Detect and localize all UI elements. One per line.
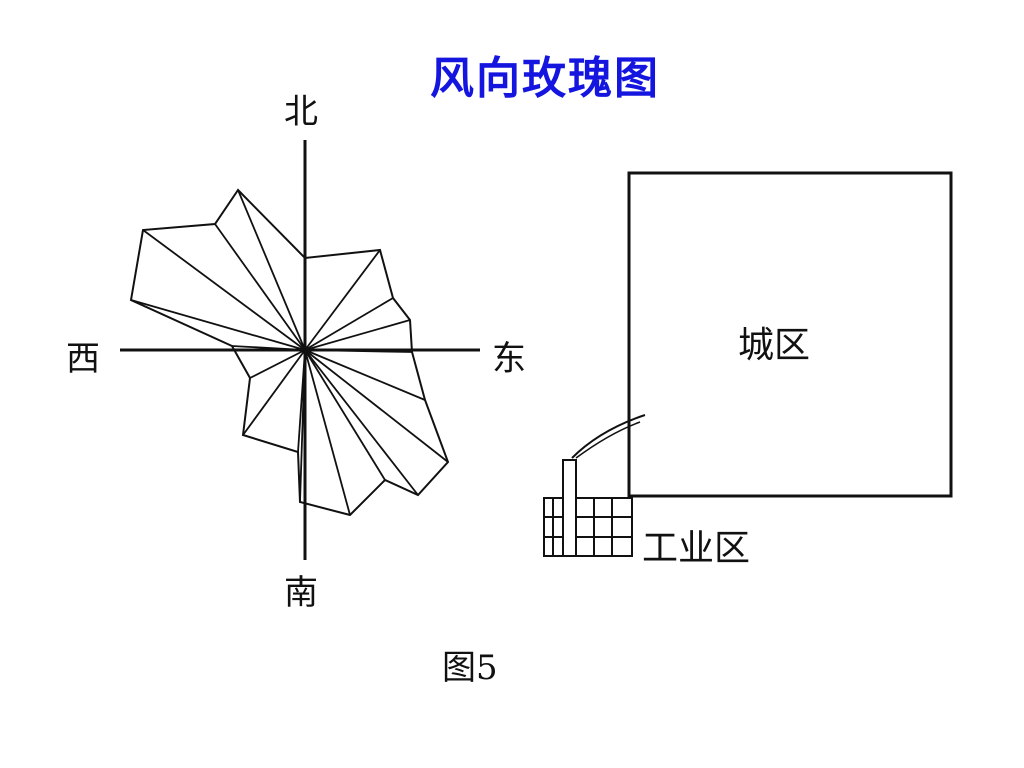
slide-title: 风向玫瑰图 (430, 53, 660, 104)
wind-spoke (304, 349, 419, 496)
smoke-plume (571, 414, 646, 459)
wind-rose-outline (129, 188, 450, 517)
wind-spoke (231, 345, 306, 351)
city-label: 城区 (738, 325, 811, 366)
wind-spoke (242, 349, 306, 436)
factory-icon (543, 459, 633, 557)
industrial-zone-label: 工业区 (642, 528, 751, 569)
wind-spoke (304, 297, 394, 351)
wind-rose-spokes (130, 189, 449, 516)
wind-spoke (214, 223, 306, 351)
wind-spoke (130, 299, 306, 351)
wind-spoke (249, 349, 306, 379)
west-label: 西 (66, 339, 100, 379)
wind-spoke (237, 189, 306, 351)
city-area (627, 171, 953, 498)
wind-spoke (304, 349, 351, 516)
wind-spoke (304, 349, 449, 463)
wind-spoke (304, 249, 381, 351)
east-label: 东 (492, 339, 526, 379)
wind-spoke (304, 349, 413, 353)
wind-spoke (142, 229, 306, 351)
wind-spoke (304, 319, 411, 351)
wind-spoke (304, 349, 426, 401)
figure-caption: 图5 (442, 648, 498, 688)
wind-spoke (304, 349, 386, 481)
south-label: 南 (284, 573, 318, 613)
north-label: 北 (284, 92, 318, 132)
smoke-plume (575, 421, 641, 459)
wind-spoke (299, 349, 306, 503)
